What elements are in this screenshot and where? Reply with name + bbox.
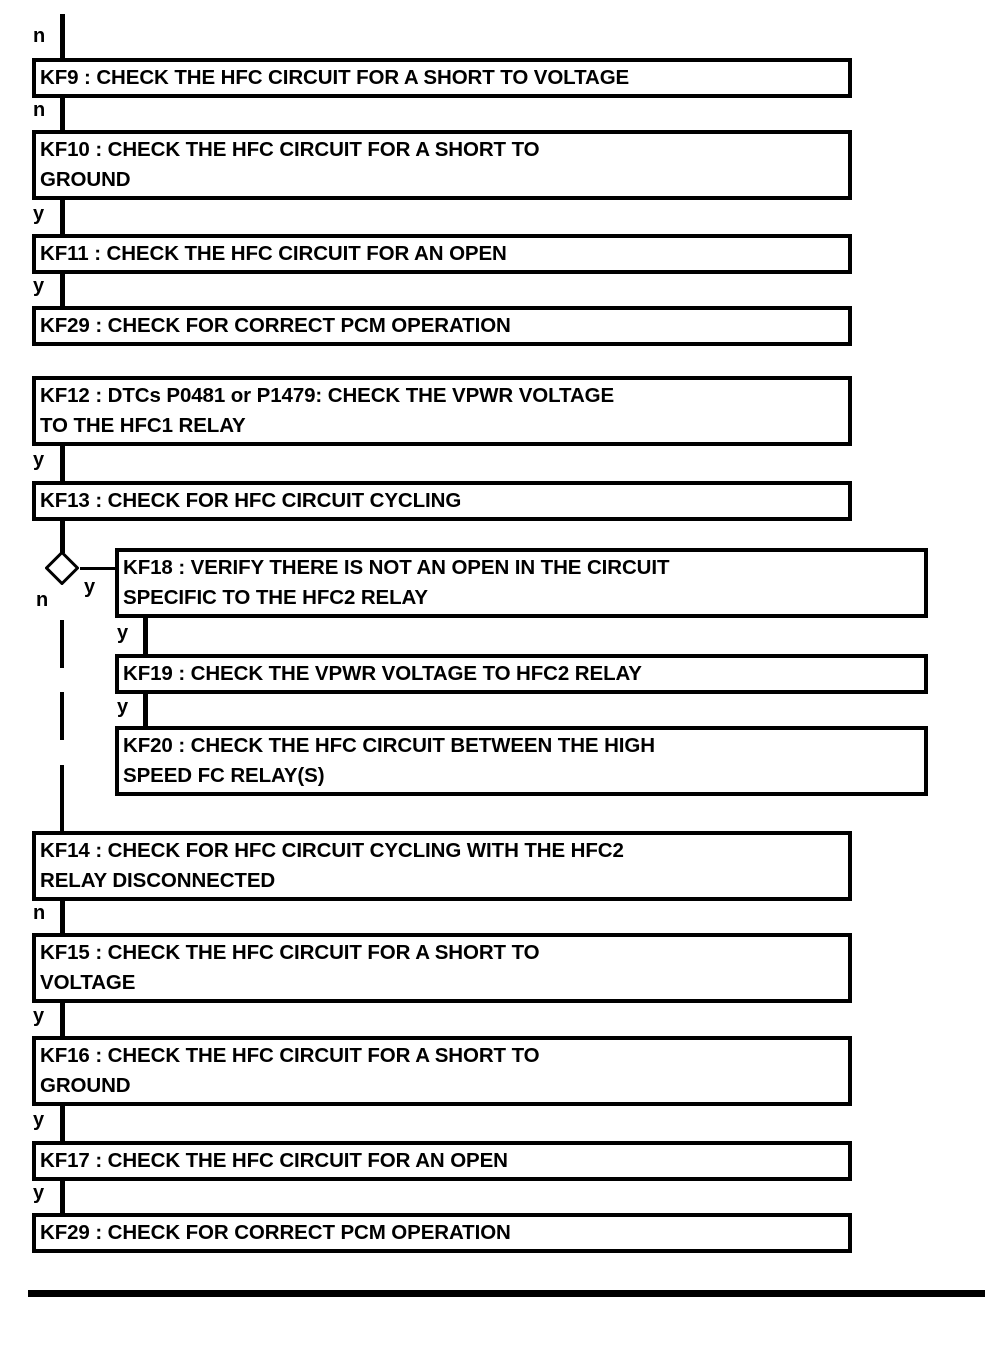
connector-kf12-to-kf13 (60, 444, 65, 483)
node-kf20[interactable]: KF20 : CHECK THE HFC CIRCUIT BETWEEN THE… (115, 726, 928, 796)
branch-label-kf10-yes: y (33, 203, 45, 225)
node-kf15[interactable]: KF15 : CHECK THE HFC CIRCUIT FOR A SHORT… (32, 933, 852, 1003)
footer-divider (28, 1290, 985, 1297)
connector-kf16-to-kf17 (60, 1104, 65, 1143)
branch-label-kf11-yes: y (33, 275, 45, 297)
connector-kf13-to-decision (60, 519, 65, 553)
branch-label-decision-no: n (36, 589, 49, 611)
connector-top-to-kf9 (60, 14, 65, 60)
connector-kf14-to-kf15 (60, 899, 65, 935)
connector-decision-yes-to-kf18 (80, 567, 118, 570)
node-kf16[interactable]: KF16 : CHECK THE HFC CIRCUIT FOR A SHORT… (32, 1036, 852, 1106)
node-kf9[interactable]: KF9 : CHECK THE HFC CIRCUIT FOR A SHORT … (32, 58, 852, 98)
node-kf29-lower[interactable]: KF29 : CHECK FOR CORRECT PCM OPERATION (32, 1213, 852, 1253)
branch-label-kf19-yes: y (117, 696, 129, 718)
node-kf18[interactable]: KF18 : VERIFY THERE IS NOT AN OPEN IN TH… (115, 548, 928, 618)
branch-label-top: n (33, 25, 46, 47)
connector-decision-no-segment-3 (60, 765, 64, 833)
branch-label-decision-yes: y (84, 576, 96, 598)
branch-label-kf9-no: n (33, 99, 46, 121)
node-kf17[interactable]: KF17 : CHECK THE HFC CIRCUIT FOR AN OPEN (32, 1141, 852, 1181)
decision-diamond-hfc2[interactable] (45, 551, 79, 585)
connector-decision-no-segment-1 (60, 620, 64, 668)
node-kf10[interactable]: KF10 : CHECK THE HFC CIRCUIT FOR A SHORT… (32, 130, 852, 200)
branch-label-kf12-yes: y (33, 449, 45, 471)
connector-kf11-to-kf29 (60, 272, 65, 308)
branch-label-kf15-yes: y (33, 1005, 45, 1027)
branch-label-kf18-yes: y (117, 622, 129, 644)
node-kf14[interactable]: KF14 : CHECK FOR HFC CIRCUIT CYCLING WIT… (32, 831, 852, 901)
node-kf11[interactable]: KF11 : CHECK THE HFC CIRCUIT FOR AN OPEN (32, 234, 852, 274)
node-kf29-upper[interactable]: KF29 : CHECK FOR CORRECT PCM OPERATION (32, 306, 852, 346)
node-kf12[interactable]: KF12 : DTCs P0481 or P1479: CHECK THE VP… (32, 376, 852, 446)
branch-label-kf16-yes: y (33, 1109, 45, 1131)
connector-kf18-to-kf19 (143, 616, 148, 656)
branch-label-kf17-yes: y (33, 1182, 45, 1204)
connector-kf10-to-kf11 (60, 199, 65, 236)
connector-decision-no-segment-2 (60, 692, 64, 740)
connector-kf15-to-kf16 (60, 1001, 65, 1038)
connector-kf19-to-kf20 (143, 692, 148, 728)
connector-kf17-to-kf29 (60, 1179, 65, 1215)
node-kf13[interactable]: KF13 : CHECK FOR HFC CIRCUIT CYCLING (32, 481, 852, 521)
connector-kf9-to-kf10 (60, 96, 65, 132)
branch-label-kf14-no: n (33, 902, 46, 924)
node-kf19[interactable]: KF19 : CHECK THE VPWR VOLTAGE TO HFC2 RE… (115, 654, 928, 694)
